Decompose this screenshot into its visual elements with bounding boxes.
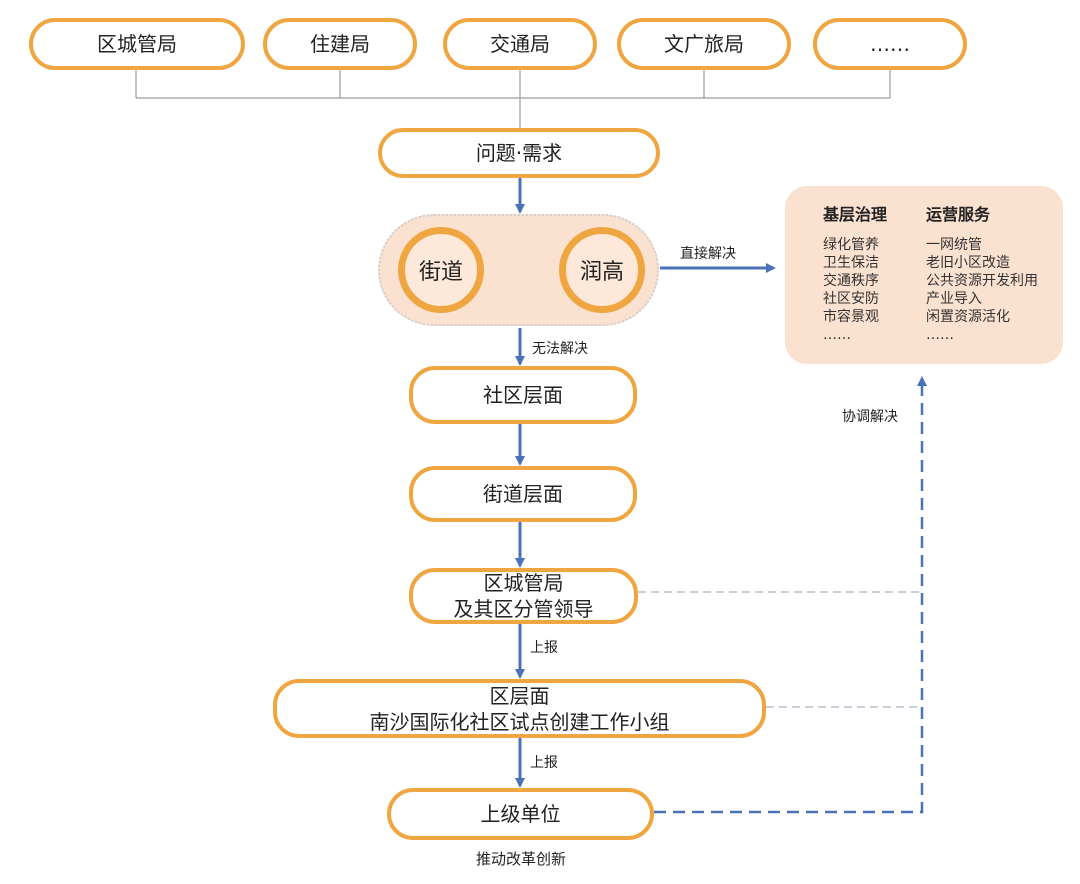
agency-box-transport: 交通局 — [443, 18, 597, 70]
district-level-line-2: 南沙国际化社区试点创建工作小组 — [369, 709, 670, 734]
coordinate-paths — [638, 376, 927, 814]
coordinate-solve-label: 协调解决 — [842, 409, 898, 425]
street-level-box: 街道层面 — [409, 466, 637, 522]
runhao-circle: 润高 — [559, 227, 645, 313]
district-bureau-line-1: 区城管局 — [483, 571, 564, 595]
district-level-line-1: 区层面 — [489, 683, 550, 708]
agency-label: 交通局 — [490, 32, 550, 56]
district-bureau-line-2: 及其区分管领导 — [453, 597, 594, 621]
governance-column: 基层治理 绿化管养 卫生保洁 交通秩序 社区安防 市容景观 …… — [823, 204, 887, 344]
operations-item: 闲置资源活化 — [926, 309, 1010, 325]
operations-item: 公共资源开发利用 — [926, 273, 1038, 289]
district-level-box: 区层面 南沙国际化社区试点创建工作小组 — [273, 679, 766, 738]
operations-item: 一网统管 — [926, 237, 982, 253]
direct-solve-label: 直接解决 — [680, 246, 736, 262]
operations-item: …… — [926, 327, 954, 343]
problem-need-box: 问题·需求 — [378, 128, 660, 178]
governance-item: 交通秩序 — [823, 273, 879, 289]
report-label-2: 上报 — [530, 755, 558, 771]
governance-item: 绿化管养 — [823, 237, 879, 253]
agency-label: 区城管局 — [97, 32, 177, 56]
district-bureau-box: 区城管局 及其区分管领导 — [409, 568, 638, 624]
operations-item: 产业导入 — [926, 291, 982, 307]
agency-label: 文广旅局 — [664, 32, 744, 56]
runhao-label: 润高 — [579, 260, 624, 285]
agency-connector — [135, 70, 891, 128]
governance-title: 基层治理 — [823, 205, 888, 224]
community-level-label: 社区层面 — [483, 383, 563, 407]
flow-arrows — [515, 176, 776, 788]
operations-item: 老旧小区改造 — [926, 255, 1010, 271]
governance-item: …… — [823, 327, 851, 343]
street-circle: 街道 — [398, 227, 484, 313]
community-level-box: 社区层面 — [409, 366, 637, 424]
agency-box-culture-tourism: 文广旅局 — [617, 18, 791, 70]
reform-innovation-label: 推动改革创新 — [476, 850, 567, 868]
operations-column: 运营服务 一网统管 老旧小区改造 公共资源开发利用 产业导入 闲置资源活化 …… — [926, 204, 1038, 344]
operations-title: 运营服务 — [926, 205, 991, 224]
governance-item: 市容景观 — [823, 309, 879, 325]
solution-panel: 基层治理 绿化管养 卫生保洁 交通秩序 社区安防 市容景观 …… 运营服务 一网… — [785, 186, 1063, 364]
street-label: 街道 — [418, 260, 463, 285]
agency-box-more: …… — [813, 18, 967, 70]
agency-label: …… — [870, 32, 910, 56]
agency-box-housing: 住建局 — [263, 18, 417, 70]
superior-unit-label: 上级单位 — [480, 802, 561, 826]
unable-solve-label: 无法解决 — [532, 341, 588, 357]
problem-need-label: 问题·需求 — [475, 141, 563, 165]
governance-item: 社区安防 — [823, 291, 879, 307]
agency-box-urban-management: 区城管局 — [29, 18, 245, 70]
governance-item: 卫生保洁 — [823, 255, 879, 271]
street-level-label: 街道层面 — [483, 482, 563, 506]
report-label-1: 上报 — [530, 640, 558, 656]
agency-label: 住建局 — [310, 32, 370, 56]
superior-unit-box: 上级单位 — [387, 788, 654, 840]
